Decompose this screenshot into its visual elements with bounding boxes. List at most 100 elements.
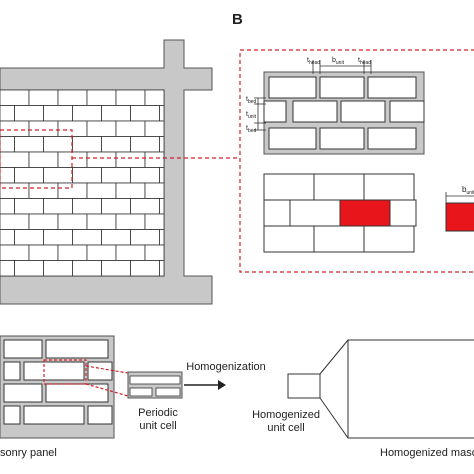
panel-label: B [232,11,243,28]
svg-text:tbed: tbed [246,96,257,105]
svg-text:bunit: bunit [332,57,345,66]
detail-brick [263,100,287,123]
wall-brick [144,89,165,106]
wall-brick [101,136,131,153]
highlighted-simple-brick [339,199,391,227]
svg-text:bunit: bunit [462,185,474,196]
wall-brick [159,229,165,246]
homogenized-cell-label-2: unit cell [267,422,304,434]
wall-brick [43,105,73,122]
svg-text:thead: thead [358,57,371,66]
t-bed-sub: bed [248,99,257,105]
wall-brick [130,167,160,184]
wall-brick [14,229,44,246]
simple-brick [389,199,417,227]
wall-brick [101,167,131,184]
wall-brick [28,89,59,106]
wall-brick [0,120,30,137]
wall-brick [101,229,131,246]
homogenized-cell-label-1: Homogenized [252,409,320,421]
homogenized-unit-cell [287,373,321,399]
panel-brick [3,361,21,381]
b-unit-right-sub: unit [466,190,474,196]
panel-brick [45,339,109,359]
panel-brick [3,405,21,425]
wall-brick [130,198,160,215]
dimension-labels: thead bunit thead tbed tunit tbed [246,57,372,134]
wall-brick [72,229,102,246]
svg-text:thead: thead [307,57,320,66]
t-head-sub: head [309,60,320,66]
t-unit-sub: unit [248,114,257,120]
wall-brick [159,167,165,184]
wall-brick [0,213,30,230]
panel-brick [23,405,85,425]
t-bed-sub-2: bed [248,128,257,134]
wall-brick [14,105,44,122]
wall-brick [14,260,44,277]
wall-brick [14,198,44,215]
b-unit-right-label: b [462,185,467,194]
simple-brick [263,173,315,201]
wall-brick [115,151,146,168]
wall-brick [14,136,44,153]
simple-brick [263,199,291,227]
wall-brick [115,89,146,106]
detail-brick [268,76,317,99]
zoom-box [239,49,474,273]
simple-brick [363,173,415,201]
detail-brick [319,127,365,150]
wall-brick [159,260,165,277]
wall-brick [0,167,15,184]
wall-brick [72,167,102,184]
detail-brick [268,127,317,150]
simple-brick [313,225,365,253]
panel-brick [23,361,85,381]
t-unit-label: t [246,111,248,118]
wall-brick [43,136,73,153]
detail-brick [367,127,417,150]
rc-frame [0,39,213,305]
panel-brick [87,405,113,425]
detailed-brick-pattern [263,71,425,155]
b-unit-label: b [332,57,336,64]
simple-brick [289,199,341,227]
t-bed-label: t [246,96,248,103]
homogenized-masonry-label: Homogenized mason [380,447,474,459]
frame-base [0,275,213,305]
wall-brick [43,260,73,277]
wall-brick [130,136,160,153]
wall-brick [144,120,165,137]
simplified-brick-pattern [263,173,417,253]
wall-brick [86,151,117,168]
wall-brick [130,229,160,246]
wall-brick [159,136,165,153]
b-unit-sub: unit [336,60,345,66]
periodic-unit-cell [127,371,183,399]
isolated-unit: bunit [445,185,474,232]
wall-brick [57,89,88,106]
wall-brick [144,244,165,261]
wall-brick [130,105,160,122]
simple-brick [363,225,415,253]
wall-brick [159,198,165,215]
wall-brick [0,260,15,277]
wall-brick [86,244,117,261]
wall-brick [43,167,73,184]
wall-brick [86,182,117,199]
wall-brick [0,151,30,168]
detail-brick [340,100,386,123]
wall-brick [0,229,15,246]
wall-brick [57,244,88,261]
detail-brick [292,100,338,123]
unit-cell-selection [0,129,73,189]
wall-brick [72,198,102,215]
wall-brick [101,198,131,215]
wall-brick [0,244,30,261]
wall-brick [0,89,30,106]
t-head-label: t [307,57,309,64]
periodic-label-1: Periodic [138,407,178,419]
homogenization-label: Homogenization [186,361,266,373]
wall-brick [72,136,102,153]
wall-brick [0,105,15,122]
